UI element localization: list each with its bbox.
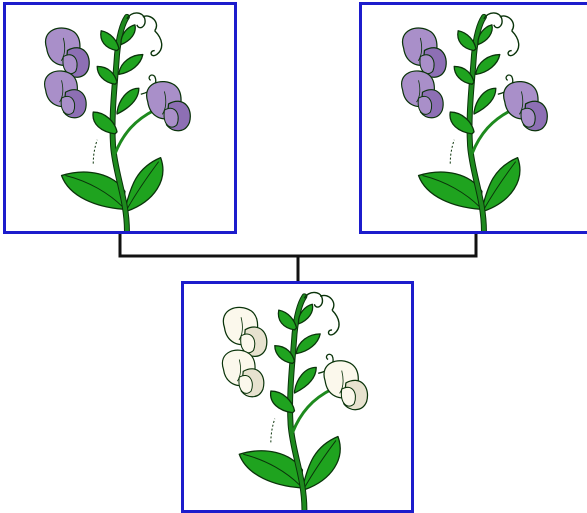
plant-drawing — [222, 292, 367, 509]
flower-keel-petal — [164, 108, 178, 127]
side-stem — [293, 389, 332, 432]
base-leaf-left — [62, 172, 125, 209]
base-leaf-left — [419, 172, 482, 209]
flower-keel-petal — [341, 387, 355, 406]
pea-plant-purple-right — [362, 5, 587, 231]
flower-middle-left — [222, 350, 263, 397]
pea-plant-purple-left — [6, 5, 234, 231]
stipule-tip — [271, 419, 275, 443]
stem-leaf-2 — [117, 88, 139, 114]
stem-leaf-2 — [295, 367, 317, 393]
flower-keel-petal — [241, 334, 255, 353]
stem-leaf-2 — [474, 88, 496, 114]
flower-right — [147, 82, 191, 131]
plant-drawing — [45, 13, 191, 231]
flower-middle-left — [45, 71, 87, 118]
flower-keel-petal — [420, 55, 434, 74]
flower-middle-left — [402, 71, 444, 118]
flower-keel-petal — [239, 375, 252, 393]
stem-leaf-5 — [458, 31, 476, 51]
flower-top-left — [46, 28, 90, 77]
flower-keel-petal — [61, 96, 74, 114]
stipule-tip — [93, 140, 97, 164]
flower-keel-petal — [521, 108, 535, 127]
parent-plant-left — [3, 2, 237, 234]
offspring-plant — [181, 281, 414, 513]
base-leaf-left — [239, 451, 302, 488]
stem-leaf-4 — [119, 55, 143, 75]
side-stem — [115, 110, 155, 154]
side-stem — [472, 110, 512, 154]
stem-leaf-4 — [297, 334, 321, 354]
flower-right — [504, 82, 548, 131]
stem-leaf-4 — [476, 55, 500, 75]
flower-keel-petal — [63, 55, 77, 74]
parent-link-line — [120, 234, 476, 281]
flower-keel-petal — [418, 96, 431, 114]
stipule-tip — [450, 140, 454, 164]
plant-drawing — [402, 13, 548, 231]
parent-plant-right — [359, 2, 587, 234]
stem-leaf-5 — [278, 310, 296, 330]
flower-right — [324, 361, 368, 410]
flower-top-left — [223, 307, 267, 356]
stem-leaf-5 — [101, 31, 119, 51]
flower-top-left — [403, 28, 447, 77]
pea-plant-white-offspring — [184, 284, 411, 510]
